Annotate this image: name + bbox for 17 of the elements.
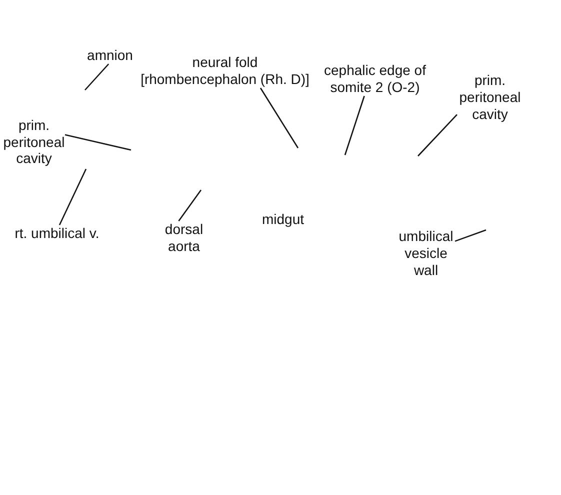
leader-line	[64, 134, 132, 151]
structure-label: umbilical vesicle wall	[397, 228, 455, 279]
leader-line	[84, 64, 110, 90]
leader-line	[260, 88, 299, 148]
structure-label: cephalic edge of somite 2 (O-2)	[323, 62, 427, 96]
leader-line	[418, 114, 458, 156]
leader-line	[454, 229, 486, 242]
structure-label: prim. peritoneal cavity	[457, 72, 523, 123]
structure-label: neural fold [rhombencephalon (Rh. D)]	[139, 54, 311, 88]
structure-label: prim. peritoneal cavity	[3, 117, 65, 166]
structure-label: midgut	[262, 211, 304, 228]
leader-line	[58, 168, 87, 226]
structure-label: amnion	[87, 47, 133, 64]
leader-line	[178, 190, 202, 222]
structure-label: rt. umbilical v.	[14, 225, 100, 242]
structure-label: dorsal aorta	[163, 221, 205, 255]
leader-line	[344, 96, 365, 156]
